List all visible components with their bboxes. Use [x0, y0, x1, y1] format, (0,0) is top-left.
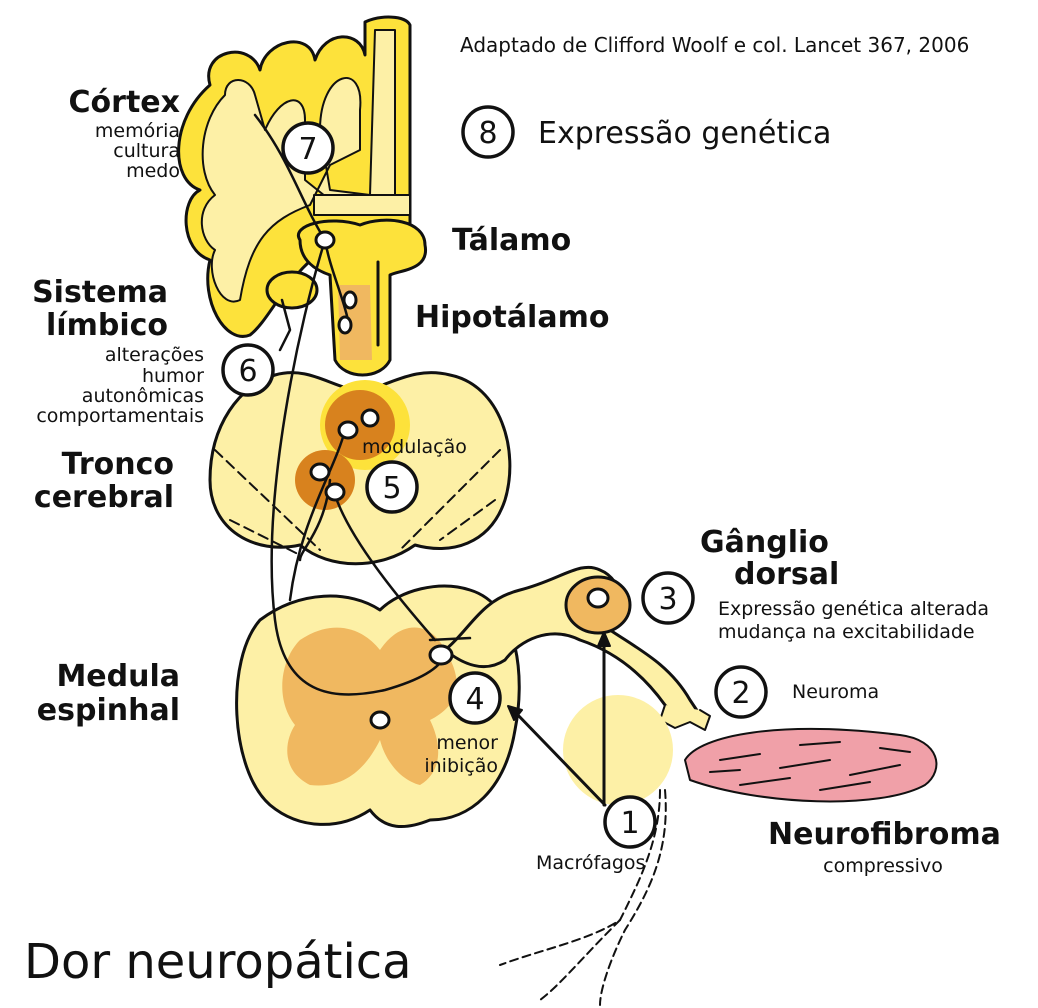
limbic-line-mood: humor: [8, 366, 204, 387]
marker-4: 4: [465, 682, 484, 717]
limbic-title-1: Sistema: [8, 276, 168, 310]
diagram-title: Dor neuropática: [24, 934, 412, 990]
gene-expression-label: Expressão genética: [538, 116, 831, 151]
compressive-label: compressivo: [788, 855, 978, 877]
hypothalamus-label: Hipotálamo: [415, 301, 609, 335]
brainstem-title-2: cerebral: [8, 481, 174, 515]
source-note: Adaptado de Clifford Woolf e col. Lancet…: [460, 33, 969, 57]
limbic-line-autonomic: autonômicas: [8, 386, 204, 407]
modulation-label: modulação: [362, 437, 467, 458]
marker-1: 1: [620, 806, 639, 841]
brainstem-shape: [210, 373, 510, 564]
macrophage-area: [563, 695, 673, 805]
ganglion-title-1: Gânglio: [700, 526, 829, 560]
thalamus-label: Tálamo: [452, 224, 571, 258]
marker-7: 7: [298, 132, 317, 167]
marker-2: 2: [731, 676, 750, 711]
macrophages-label: Macrófagos: [536, 852, 645, 874]
altered-expression-line-1: Expressão genética alterada: [718, 598, 989, 620]
spinal-cord-title-2: espinhal: [8, 694, 180, 728]
limbic-title-2: límbico: [8, 309, 168, 343]
cortex-title: Córtex: [10, 86, 180, 120]
less-inhibition-line-2: inibição: [400, 756, 498, 777]
limbic-line-behavioral: comportamentais: [8, 406, 204, 427]
marker-8: 8: [478, 116, 497, 151]
spinal-cord-title-1: Medula: [8, 660, 180, 694]
altered-expression-line-2: mudança na excitabilidade: [718, 621, 975, 643]
cortex-line-memory: memória: [10, 121, 180, 142]
marker-5: 5: [382, 471, 401, 506]
neurofibroma-label: Neurofibroma: [768, 818, 1001, 852]
brainstem-title-1: Tronco: [8, 448, 174, 482]
limbic-line-changes: alterações: [8, 345, 204, 366]
cortex-line-fear: medo: [10, 161, 180, 182]
cortex-line-culture: cultura: [10, 141, 180, 162]
marker-3: 3: [658, 582, 677, 617]
ganglion-title-2: dorsal: [734, 558, 839, 592]
neuroma-label: Neuroma: [792, 681, 879, 703]
marker-6: 6: [238, 354, 257, 389]
less-inhibition-line-1: menor: [400, 733, 498, 754]
